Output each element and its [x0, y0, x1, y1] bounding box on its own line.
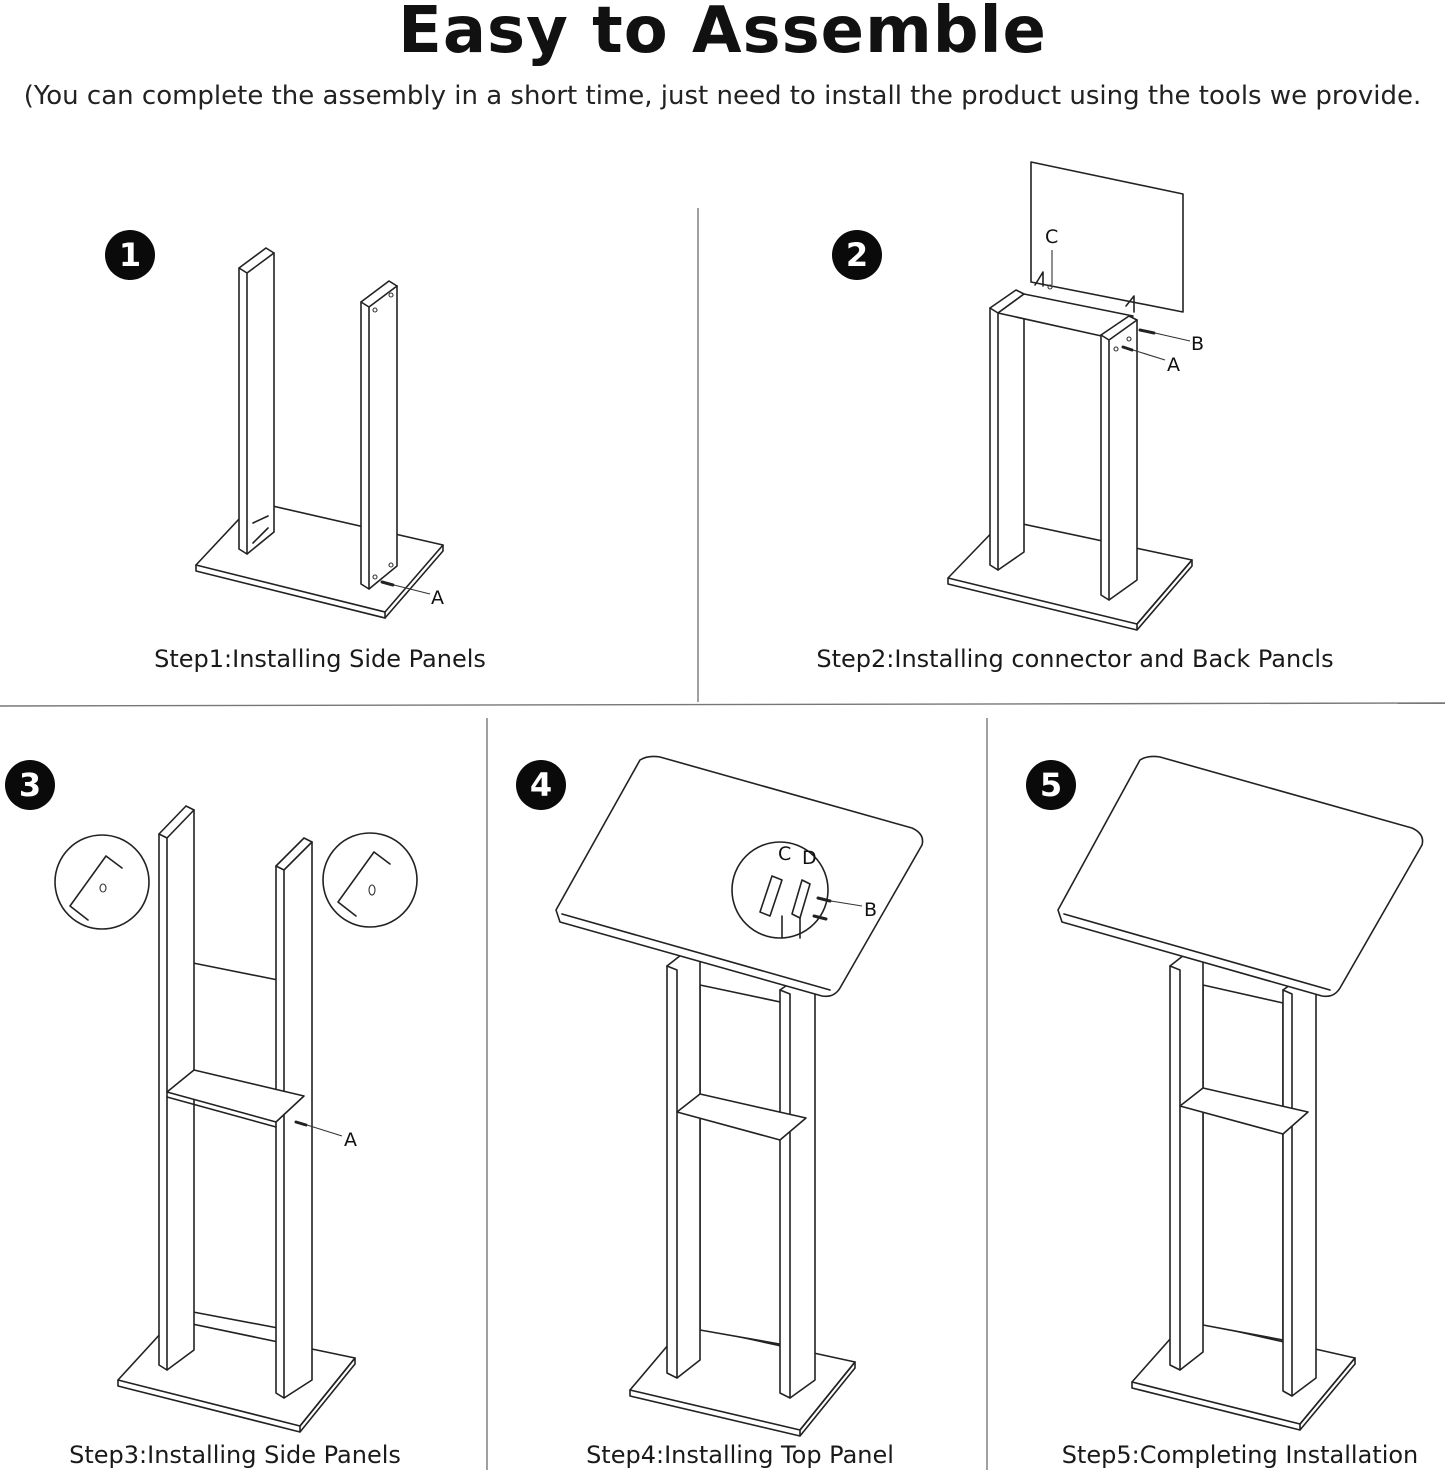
top-connector — [997, 293, 1134, 338]
step-2-caption: Step2:Installing connector and Back Panc… — [816, 645, 1334, 673]
step-4-caption: Step4:Installing Top Panel — [586, 1441, 894, 1469]
step-3-badge: 3 — [5, 760, 55, 810]
step-4-badge: 4 — [516, 760, 566, 810]
top-panel — [1057, 755, 1424, 998]
step-3-illustration: A — [54, 805, 418, 1433]
step-1-illustration: A — [195, 247, 444, 619]
step-1-badge: 1 — [105, 230, 155, 280]
label-d: D — [802, 847, 817, 869]
step-1-caption: Step1:Installing Side Panels — [154, 645, 486, 673]
label-c: C — [778, 843, 791, 865]
step-5-badge: 5 — [1026, 760, 1076, 810]
base-plate — [195, 501, 444, 613]
detail-zoom — [731, 841, 829, 939]
label-c: C — [1045, 226, 1058, 248]
label-b: B — [1191, 333, 1204, 355]
label-b: B — [864, 899, 877, 921]
back-panel — [1030, 161, 1184, 313]
step-4-illustration: C D B — [555, 755, 924, 1437]
divider-horizontal — [0, 702, 1445, 707]
left-side-panel — [238, 247, 275, 555]
page-title: Easy to Assemble — [398, 0, 1047, 68]
step-5-caption: Step5:Completing Installation — [1061, 1441, 1419, 1469]
label-a: A — [431, 587, 444, 609]
step-5-illustration — [1057, 755, 1424, 1431]
step-2-badge: 2 — [832, 230, 882, 280]
page-subtitle: (You can complete the assembly in a shor… — [23, 81, 1422, 111]
step-3-caption: Step3:Installing Side Panels — [69, 1441, 401, 1469]
detail-zoom-left — [54, 834, 150, 930]
step-2-illustration: C B A — [947, 161, 1204, 631]
label-a: A — [1167, 354, 1180, 376]
label-a: A — [344, 1129, 357, 1151]
right-side-panel — [360, 280, 398, 590]
detail-zoom-right — [322, 832, 418, 928]
